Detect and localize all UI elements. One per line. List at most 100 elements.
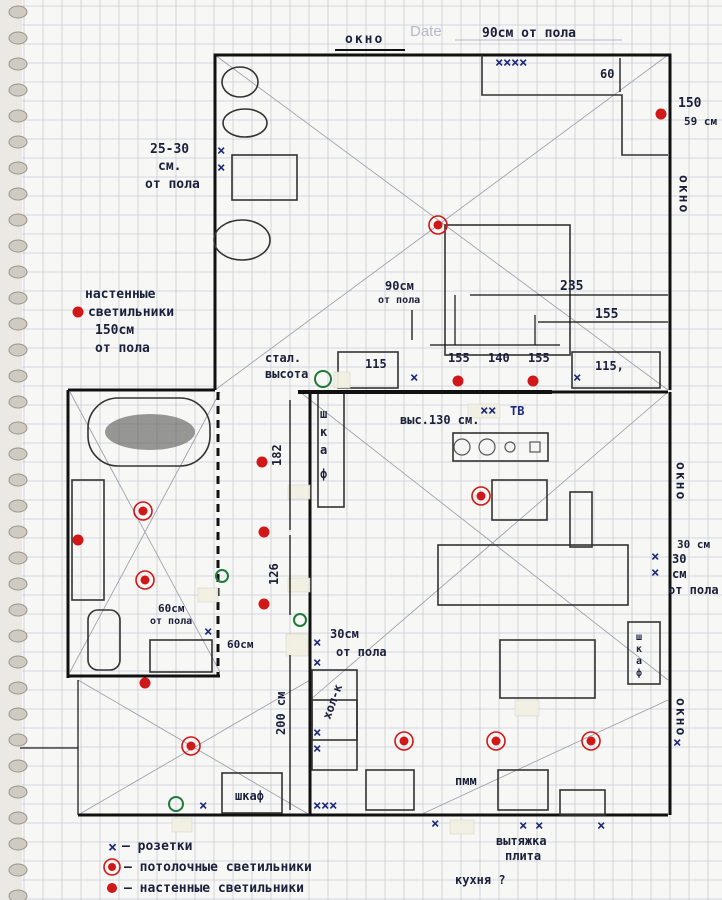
- spiral-hole: [8, 473, 28, 487]
- socket-height-line2: см.: [158, 159, 181, 174]
- socket-icon: ×: [313, 655, 321, 671]
- spiral-hole: [8, 707, 28, 721]
- tv-height: выс.130 см.: [400, 413, 479, 427]
- tv-appliance-panel: [453, 438, 541, 456]
- window-label-top: окно: [345, 32, 384, 47]
- wall-light-icon: [72, 534, 84, 546]
- legend-wall-icon: [107, 883, 117, 893]
- socket-icon: ×: [511, 55, 519, 71]
- socket-icon: ×: [488, 403, 496, 419]
- spiral-hole: [8, 395, 28, 409]
- wardrobe-2-d: ф: [636, 667, 642, 679]
- spiral-hole: [8, 733, 28, 747]
- dim-200: 200 см: [274, 692, 288, 735]
- wall-light-icon: [256, 456, 268, 468]
- spiral-hole: [8, 655, 28, 669]
- walls: [20, 53, 672, 817]
- dim-155-mid2: 155: [528, 351, 550, 365]
- side-30-a: 30 см: [677, 538, 710, 551]
- dim-235: 235: [560, 279, 583, 294]
- socket-icon: ×: [321, 798, 329, 814]
- spiral-hole: [8, 265, 28, 279]
- legend-socket-icon: ×: [108, 838, 117, 856]
- spiral-hole: [8, 421, 28, 435]
- socket-icon: ×: [673, 735, 681, 751]
- wall-light-icon: [527, 375, 539, 387]
- wall-lights-line2: светильники: [88, 305, 174, 320]
- wall-light-icon: [452, 375, 464, 387]
- hood-line1: вытяжка: [496, 834, 547, 848]
- side-30-d: от пола: [668, 583, 719, 597]
- socket-icon: ×: [651, 549, 659, 565]
- bathroom-furniture: [71, 397, 213, 673]
- socket-icon: ×: [313, 798, 321, 814]
- spiral-hole: [8, 187, 28, 201]
- socket-icon: ×: [313, 725, 321, 741]
- bath-60c: 60см: [227, 638, 254, 651]
- socket-icon: ×: [503, 55, 511, 71]
- socket-icon: ×: [651, 565, 659, 581]
- legend: × – розетки – потолочные светильники – н…: [103, 838, 312, 896]
- socket-icon: ×: [217, 160, 225, 176]
- spiral-hole: [8, 343, 28, 357]
- ceiling-light-icon: [581, 731, 601, 751]
- dim-126: 126: [267, 563, 281, 585]
- spiral-hole: [8, 681, 28, 695]
- spiral-hole: [8, 447, 28, 461]
- date-label: Date: [410, 23, 442, 40]
- spiral-hole: [8, 759, 28, 773]
- green-marks: [168, 370, 332, 812]
- dim-115-left: 115: [365, 357, 387, 371]
- wall-lights-line4: от пола: [95, 341, 150, 356]
- stand-label-1: стал.: [265, 351, 301, 365]
- dim-60-top: 60: [600, 67, 614, 81]
- ceiling-light-icon: [486, 731, 506, 751]
- socket-icon: ×: [535, 818, 543, 834]
- ceiling-light-icon: [428, 215, 448, 235]
- bath-60-b: от пола: [150, 616, 192, 627]
- ceiling-lights: [133, 215, 601, 756]
- spiral-hole: [8, 57, 28, 71]
- spiral-hole: [8, 83, 28, 97]
- socket-icon: ×: [410, 370, 418, 386]
- kitchen-question: кухня ?: [455, 873, 506, 887]
- socket-icon: ×: [519, 55, 527, 71]
- wardrobe-3: шкаф: [235, 789, 264, 803]
- socket-icon: ×: [204, 624, 212, 640]
- socket-height-line1: 25-30: [150, 142, 189, 157]
- spiral-hole: [8, 863, 28, 877]
- socket-icon: ×: [519, 818, 527, 834]
- wardrobe-1-d: ф: [320, 467, 327, 481]
- socket-icon: ×: [313, 635, 321, 651]
- spiral-hole: [8, 213, 28, 227]
- legend-wall-text: – настенные светильники: [124, 881, 304, 896]
- spiral-hole: [8, 291, 28, 305]
- spiral-hole: [8, 603, 28, 617]
- spiral-hole: [8, 317, 28, 331]
- sockets: ××××××××××××××××××××××××××: [199, 55, 681, 834]
- spiral-hole: [8, 5, 28, 19]
- wardrobe-2-a: ш: [636, 632, 642, 643]
- spiral-hole: [8, 785, 28, 799]
- mid-30-b: от пола: [336, 645, 387, 659]
- legend-ceiling-icon: [103, 858, 121, 876]
- dim-140: 140: [488, 351, 510, 365]
- window-right-2: окно: [673, 462, 688, 501]
- side-30-c: см: [672, 567, 686, 581]
- socket-icon: ×: [495, 55, 503, 71]
- spiral-hole: [8, 577, 28, 591]
- wardrobe-1-a: ш: [320, 407, 327, 421]
- ceiling-light-icon: [394, 731, 414, 751]
- dim-155-top: 155: [595, 307, 618, 322]
- wall-light-icon: [72, 306, 84, 318]
- socket-icon: ×: [480, 403, 488, 419]
- wardrobe-1-c: а: [320, 443, 327, 457]
- wall-light-icon: [258, 598, 270, 610]
- spiral-hole: [8, 551, 28, 565]
- socket-icon: ×: [597, 818, 605, 834]
- socket-icon: ×: [431, 816, 439, 832]
- socket-icon: ×: [313, 741, 321, 757]
- spiral-hole: [8, 31, 28, 45]
- tape-strips: [171, 371, 540, 835]
- ceiling-light-icon: [135, 570, 155, 590]
